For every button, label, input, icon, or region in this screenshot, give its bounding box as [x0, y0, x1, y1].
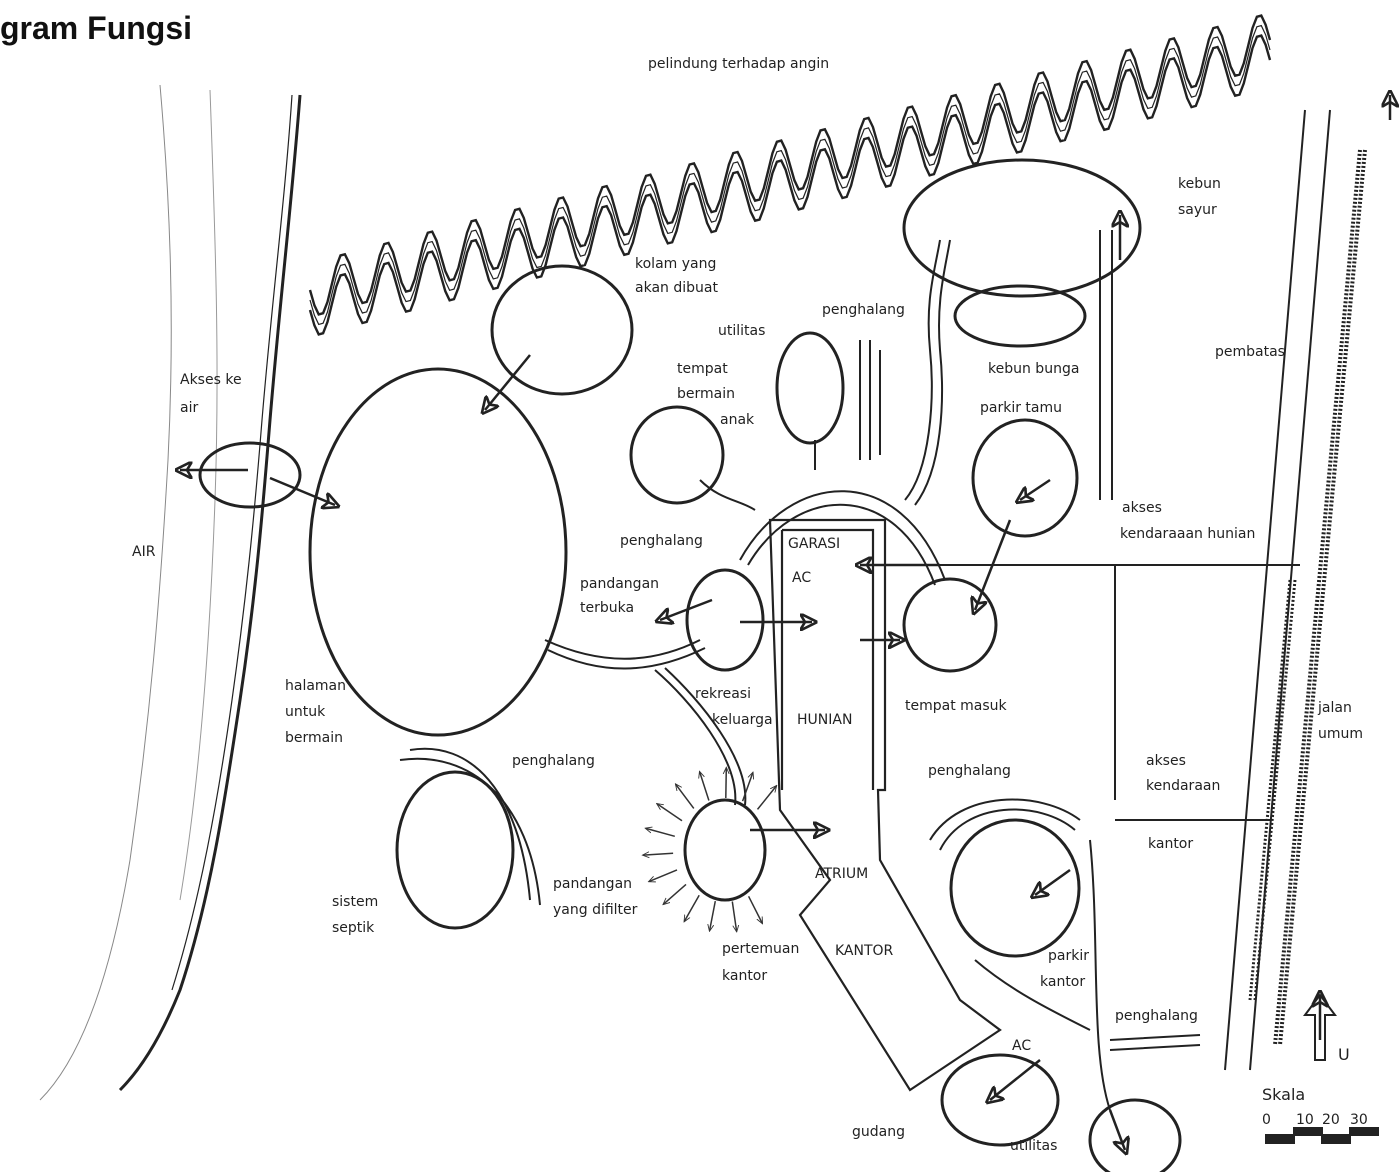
- label-pond-2: akan dibuat: [635, 280, 718, 296]
- label-office: kantor: [1148, 836, 1193, 852]
- label-wind-barrier: pelindung terhadap angin: [648, 56, 829, 72]
- scale-tick-30: 30: [1350, 1112, 1368, 1128]
- filtered-view-ray: [676, 784, 694, 808]
- utility-circle-2: [1090, 1100, 1180, 1172]
- label-utilities: utilitas: [718, 323, 765, 339]
- label-kids-play-3: anak: [720, 412, 755, 428]
- filtered-view-ray: [646, 828, 675, 836]
- office-parking-circle: [951, 820, 1079, 956]
- label-atrium: ATRIUM: [815, 866, 868, 882]
- label-utilities-2: utilitas: [1010, 1138, 1057, 1154]
- label-meeting-2: kantor: [722, 968, 767, 984]
- vegetable-garden: [904, 160, 1140, 296]
- label-barrier-bottom: penghalang: [1115, 1008, 1198, 1024]
- label-open-view: pandangan: [580, 576, 659, 592]
- label-office-parking-2: kantor: [1040, 974, 1085, 990]
- label-water-access: Akses ke: [180, 372, 242, 388]
- playground-yard: [310, 369, 566, 735]
- label-vehicle-residential: akses: [1122, 500, 1162, 516]
- label-barrier-top: penghalang: [822, 302, 905, 318]
- scale-label: Skala: [1262, 1085, 1305, 1104]
- label-vegetable-garden-2: sayur: [1178, 202, 1217, 218]
- filtered-view-ray: [732, 902, 736, 932]
- hatched-barriers: [400, 150, 1365, 1050]
- label-vehicle-residential-2: kendaraaan hunian: [1120, 526, 1255, 542]
- scale-tick-10: 10: [1296, 1112, 1314, 1128]
- house-building: [770, 520, 1000, 1090]
- north-label: U: [1338, 1045, 1350, 1064]
- label-ac-office: AC: [1012, 1038, 1031, 1054]
- label-open-view-2: terbuka: [580, 600, 634, 616]
- meeting-circle: [685, 800, 765, 900]
- label-meeting: pertemuan: [722, 941, 799, 957]
- label-yard-3: bermain: [285, 730, 343, 746]
- filtered-view-ray: [664, 884, 687, 904]
- label-pond: kolam yang: [635, 256, 716, 272]
- label-yard: halaman: [285, 678, 346, 694]
- filtered-view-ray: [649, 870, 677, 882]
- label-yard-2: untuk: [285, 704, 326, 720]
- label-road: jalan: [1317, 700, 1352, 716]
- label-vegetable-garden: kebun: [1178, 176, 1221, 192]
- label-filtered-view-2: yang difilter: [553, 902, 638, 918]
- label-kids-play-2: bermain: [677, 386, 735, 402]
- label-guest-parking: parkir tamu: [980, 400, 1062, 416]
- label-vehicle-access: akses: [1146, 753, 1186, 769]
- label-barrier-septic: penghalang: [512, 753, 595, 769]
- label-recreation: rekreasi: [695, 686, 751, 702]
- filtered-view-ray: [758, 786, 777, 809]
- label-barrier-garage: penghalang: [620, 533, 703, 549]
- filtered-view-ray: [643, 853, 673, 855]
- river: [40, 85, 300, 1100]
- label-septic-2: septik: [332, 920, 375, 936]
- scale-bar: [1266, 1128, 1378, 1143]
- scale-tick-0: 0: [1262, 1112, 1271, 1128]
- septic-circle: [397, 772, 513, 928]
- label-dwelling: HUNIAN: [797, 712, 852, 728]
- label-recreation-2: keluarga: [712, 712, 773, 728]
- filtered-view-ray: [749, 896, 763, 923]
- water-access-node: [200, 443, 300, 507]
- label-ac: AC: [792, 570, 811, 586]
- utility-oval: [777, 333, 843, 443]
- label-water: AIR: [132, 544, 156, 560]
- label-kids-play: tempat: [677, 361, 728, 377]
- filtered-view-ray: [710, 901, 716, 930]
- filtered-view-ray: [684, 895, 699, 921]
- label-septic: sistem: [332, 894, 378, 910]
- label-flower-garden: kebun bunga: [988, 361, 1079, 377]
- label-road-2: umum: [1318, 726, 1363, 742]
- label-water-access-2: air: [180, 400, 198, 416]
- storage-circle: [942, 1055, 1058, 1145]
- recreation-circle: [687, 570, 763, 670]
- label-divider: pembatas: [1215, 344, 1285, 360]
- filtered-view-ray: [657, 804, 682, 821]
- label-storage: gudang: [852, 1124, 905, 1140]
- filtered-view-ray: [726, 768, 727, 798]
- label-filtered-view: pandangan: [553, 876, 632, 892]
- flow-arrows: [180, 95, 1390, 1150]
- label-vehicle-access-2: kendaraan: [1146, 778, 1220, 794]
- guest-parking-circle: [973, 420, 1077, 536]
- scale-tick-20: 20: [1322, 1112, 1340, 1128]
- label-office-parking: parkir: [1048, 948, 1089, 964]
- label-garage: GARASI: [788, 536, 840, 552]
- label-barrier-office: penghalang: [928, 763, 1011, 779]
- label-office-caps: KANTOR: [835, 943, 894, 959]
- filtered-view-arrows: [643, 768, 776, 931]
- label-entrance: tempat masuk: [905, 698, 1008, 714]
- filtered-view-ray: [700, 772, 709, 801]
